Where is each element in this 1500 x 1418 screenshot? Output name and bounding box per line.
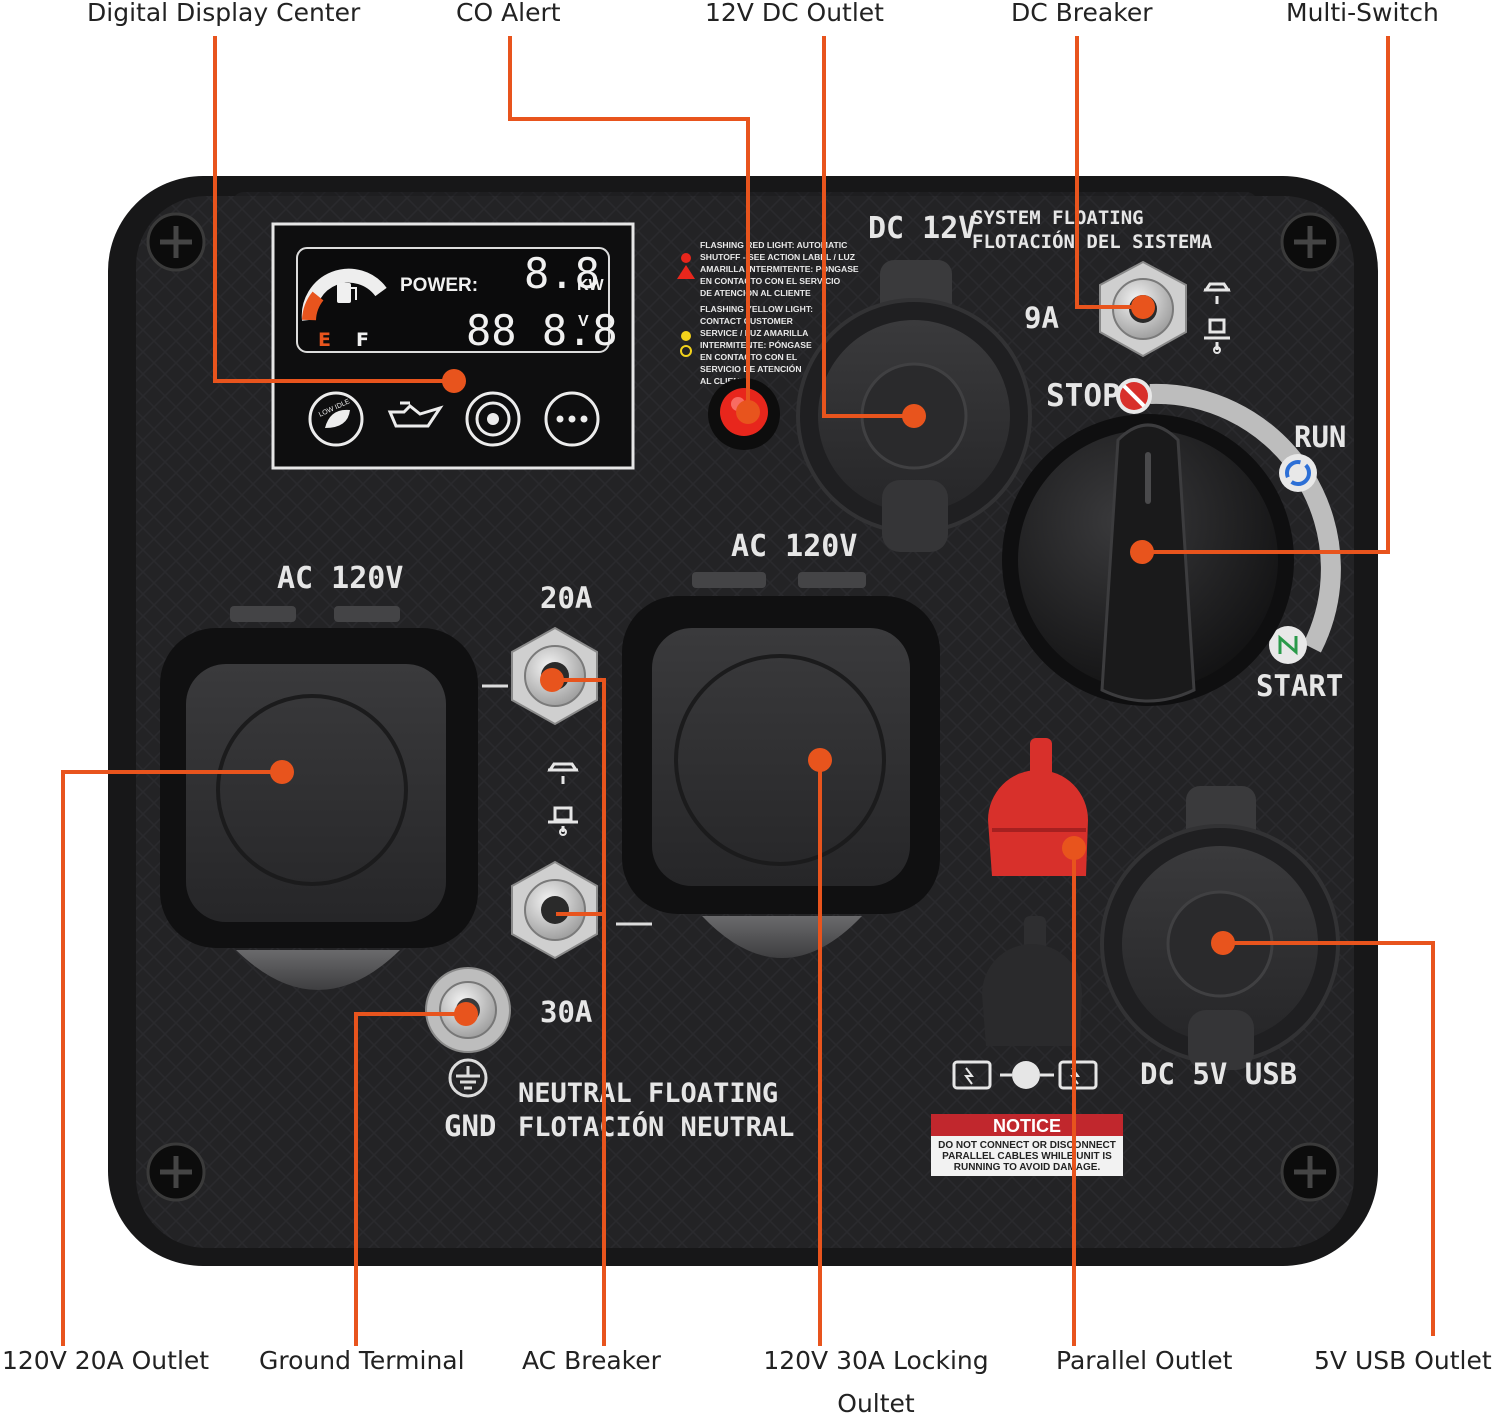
digital-display: E F POWER: 8.8 KW 88 8.8 V LOW IDLE bbox=[271, 222, 635, 470]
svg-text:SERVICIO DE ATENCIÓN: SERVICIO DE ATENCIÓN bbox=[700, 363, 802, 374]
callout-ac20-outlet: 120V 20A Outlet bbox=[2, 1346, 210, 1375]
svg-text:FLASHING YELLOW LIGHT:: FLASHING YELLOW LIGHT: bbox=[700, 304, 813, 314]
kw-readout: 8.8 bbox=[524, 249, 600, 298]
start-icon bbox=[1269, 626, 1307, 664]
voltage-unit: V bbox=[578, 313, 589, 330]
start-label: START bbox=[1256, 669, 1343, 703]
screw-icon bbox=[146, 1142, 206, 1202]
screw-icon bbox=[1280, 212, 1340, 272]
notice-title: NOTICE bbox=[993, 1116, 1061, 1136]
ac-breaker-30a bbox=[511, 860, 598, 960]
kw-unit: KW bbox=[577, 277, 605, 294]
breaker-on-icon bbox=[1204, 318, 1230, 354]
breaker-tripped-icon bbox=[547, 762, 579, 784]
co-warning-icon bbox=[465, 391, 521, 447]
screw-icon bbox=[146, 212, 206, 272]
svg-text:DO NOT CONNECT OR DISCONNECT: DO NOT CONNECT OR DISCONNECT bbox=[938, 1140, 1116, 1151]
power-label: POWER: bbox=[400, 275, 478, 296]
refresh-icon bbox=[1279, 454, 1317, 492]
callout-multi-switch: Multi-Switch bbox=[1286, 0, 1439, 27]
dc12-label: DC 12V bbox=[868, 211, 976, 246]
callout-dc12-outlet: 12V DC Outlet bbox=[705, 0, 884, 27]
callout-ac30-line1: 120V 30A Locking bbox=[763, 1346, 989, 1375]
more-dots-icon bbox=[544, 391, 600, 447]
svg-text:SHUTOFF - SEE ACTION LABEL / L: SHUTOFF - SEE ACTION LABEL / LUZ bbox=[700, 252, 855, 262]
svg-text:RUNNING TO AVOID DAMAGE.: RUNNING TO AVOID DAMAGE. bbox=[954, 1162, 1101, 1173]
ac20-outlet bbox=[160, 606, 478, 990]
callout-ground-terminal: Ground Terminal bbox=[259, 1346, 465, 1375]
svg-text:INTERMITENTE: PÓNGASE: INTERMITENTE: PÓNGASE bbox=[700, 339, 812, 350]
usb-label: DC 5V USB bbox=[1140, 1057, 1297, 1091]
callout-ac30-outlet: 120V 30A Locking Oultet bbox=[760, 1348, 992, 1416]
breaker-off-icon bbox=[1203, 282, 1231, 304]
ac120-center-label: AC 120V bbox=[731, 529, 857, 564]
flotacion-neutral-label: FLOTACIÓN NEUTRAL bbox=[518, 1111, 794, 1143]
dc-breaker-rating: 9A bbox=[1024, 301, 1059, 335]
callout-parallel-outlet: Parallel Outlet bbox=[1056, 1346, 1233, 1375]
notice-label: NOTICE DO NOT CONNECT OR DISCONNECT PARA… bbox=[931, 1114, 1123, 1176]
svg-text:AMARILLA INTERMITENTE: PÓNGASE: AMARILLA INTERMITENTE: PÓNGASE bbox=[700, 263, 859, 274]
svg-text:DE ATENCIÓN AL CLIENTE: DE ATENCIÓN AL CLIENTE bbox=[700, 287, 811, 298]
stop-label: STOP bbox=[1046, 378, 1121, 414]
svg-text:SERVICE / LUZ AMARILLA: SERVICE / LUZ AMARILLA bbox=[700, 328, 808, 338]
callout-dc-breaker: DC Breaker bbox=[1011, 0, 1153, 27]
fuel-pump-icon bbox=[301, 268, 387, 321]
svg-text:FLASHING RED LIGHT: AUTOMATIC: FLASHING RED LIGHT: AUTOMATIC bbox=[700, 240, 847, 250]
callout-usb-outlet: 5V USB Outlet bbox=[1314, 1346, 1492, 1375]
callout-ac-breaker: AC Breaker bbox=[522, 1346, 661, 1375]
callout-co-alert: CO Alert bbox=[456, 0, 561, 27]
system-floating-label: SYSTEM FLOATING bbox=[972, 207, 1144, 229]
breaker-20a-label: 20A bbox=[540, 581, 592, 615]
ac120-left-label: AC 120V bbox=[277, 561, 403, 596]
callout-digital-display: Digital Display Center bbox=[87, 0, 361, 27]
svg-text:AL CLIENTE: AL CLIENTE bbox=[700, 376, 751, 386]
svg-text:EN CONTACTO CON EL SERVICIO: EN CONTACTO CON EL SERVICIO bbox=[700, 276, 841, 286]
run-label: RUN bbox=[1294, 420, 1346, 454]
stop-icon bbox=[1116, 378, 1152, 414]
fuel-full-label: F bbox=[356, 329, 369, 351]
parallel-link-icon bbox=[952, 1060, 1098, 1090]
svg-text:PARALLEL CABLES WHILE UNIT IS: PARALLEL CABLES WHILE UNIT IS bbox=[942, 1151, 1112, 1162]
ground-icon bbox=[448, 1058, 488, 1098]
breaker-30a-label: 30A bbox=[540, 995, 592, 1029]
parallel-outlet-port bbox=[982, 916, 1082, 1046]
oil-can-icon bbox=[387, 401, 444, 428]
voltage-readout: 88 8.8 bbox=[466, 306, 618, 355]
neutral-floating-label: NEUTRAL FLOATING bbox=[518, 1078, 778, 1109]
callout-ac30-line2: Oultet bbox=[837, 1389, 915, 1418]
flotacion-sistema-label: FLOTACIÓN DEL SISTEMA bbox=[972, 229, 1213, 253]
fuel-empty-label: E bbox=[318, 329, 331, 351]
gnd-label: GND bbox=[444, 1109, 496, 1143]
screw-icon bbox=[1280, 1142, 1340, 1202]
breaker-reset-icon bbox=[548, 806, 578, 836]
ac30-locking-outlet bbox=[622, 572, 940, 958]
